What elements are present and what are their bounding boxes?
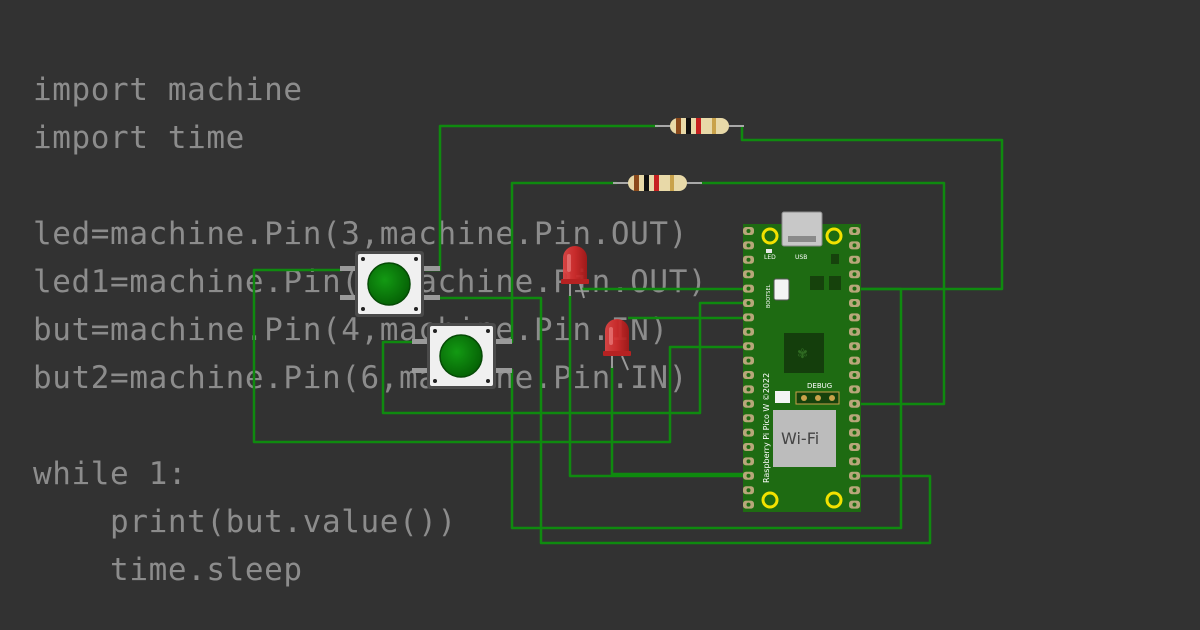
wire-led2-ground[interactable]	[610, 366, 746, 476]
push-button-1[interactable]	[340, 251, 440, 317]
board-pin-hole	[852, 502, 857, 507]
rp2040-chip	[784, 333, 824, 373]
board-pin-hole	[852, 257, 857, 262]
board-pin-hole	[852, 286, 857, 291]
code-line-2: import time	[33, 120, 245, 156]
board-pin-hole	[852, 488, 857, 493]
board-pin-hole	[746, 387, 751, 392]
board-pin-hole	[852, 430, 857, 435]
board-pin-hole	[852, 344, 857, 349]
board-pin-hole	[852, 329, 857, 334]
mounting-hole	[825, 227, 843, 245]
wire-resistor1-to-board[interactable]	[740, 126, 1004, 291]
wire-button1-to-board-loop[interactable]	[252, 268, 746, 444]
board-pin-hole	[746, 502, 751, 507]
board-pin-hole	[852, 459, 857, 464]
board-pin-hole	[852, 401, 857, 406]
board-pin-hole	[746, 301, 751, 305]
chip-logo-icon: ✾	[797, 347, 808, 362]
led-2[interactable]	[603, 319, 631, 371]
board-pin-hole	[746, 445, 751, 449]
code-line-1: import machine	[33, 72, 303, 108]
board-name: Raspberry Pi Pico W ©2022	[762, 373, 771, 483]
board-pin-hole	[746, 358, 751, 363]
debug-label: DEBUG	[807, 382, 832, 390]
code-line-6: but=machine.Pin(4,machine.Pin.IN)	[33, 312, 669, 348]
mounting-hole	[825, 491, 843, 509]
board-pin-hole	[746, 488, 751, 493]
board-pin-hole	[746, 373, 751, 377]
board-pin-hole	[746, 430, 751, 435]
board-pins-left	[743, 227, 754, 509]
button-1-cap[interactable]	[367, 262, 411, 306]
board-pin-hole	[746, 459, 751, 464]
board-pin-hole	[746, 272, 751, 277]
led-1[interactable]	[561, 246, 589, 299]
push-button-2[interactable]	[412, 323, 512, 389]
mounting-hole	[761, 491, 779, 509]
resistor-1[interactable]	[655, 118, 744, 134]
pico-board[interactable]: LED USB BOOTSEL ✾ Raspberry Pi Pico W ©2…	[743, 211, 861, 512]
board-pin-hole	[852, 387, 857, 392]
bootsel-label: BOOTSEL	[766, 284, 772, 308]
code-line-10: print(but.value())	[33, 504, 457, 540]
board-pin-hole	[852, 315, 857, 320]
code-line-9: while 1:	[33, 456, 188, 492]
board-pin-hole	[746, 257, 751, 262]
board-pin-hole	[852, 243, 857, 248]
mounting-hole	[761, 227, 779, 245]
led-label: LED	[764, 254, 776, 261]
board-pin-hole	[746, 315, 751, 320]
board-pin-hole	[852, 445, 857, 449]
board-pins-right	[849, 227, 860, 509]
wire-resistor1-to-button1[interactable]	[425, 124, 658, 272]
board-pin-hole	[746, 329, 751, 334]
board-pin-hole	[746, 344, 751, 349]
code-line-7: but2=machine.Pin(6,machine.Pin.IN)	[33, 360, 688, 396]
board-pin-hole	[746, 473, 751, 478]
wifi-label: Wi-Fi	[781, 429, 819, 448]
board-pin-hole	[852, 473, 857, 478]
code-line-4: led=machine.Pin(3,machine.Pin.OUT)	[33, 216, 688, 252]
button-2-cap[interactable]	[439, 334, 483, 378]
board-pin-hole	[746, 416, 751, 421]
onboard-led	[766, 249, 772, 253]
board-pin-hole	[852, 229, 857, 233]
board-pin-hole	[852, 416, 857, 421]
debug-led	[775, 391, 790, 403]
code-line-11: time.sleep	[33, 552, 303, 588]
board-pin-hole	[852, 358, 857, 363]
wire-resistor2-to-button2[interactable]	[497, 181, 617, 344]
board-pin-hole	[746, 243, 751, 248]
wire-button1-to-board-bottom[interactable]	[425, 296, 932, 545]
board-pin-hole	[746, 286, 751, 291]
resistor-2[interactable]	[613, 175, 702, 191]
board-pin-hole	[852, 301, 857, 305]
bootsel-button[interactable]	[773, 278, 790, 301]
wifi-module	[773, 410, 836, 467]
usb-label: USB	[795, 254, 807, 261]
board-pin-hole	[852, 272, 857, 277]
board-pin-hole	[746, 401, 751, 406]
board-pin-hole	[746, 229, 751, 233]
wire-led1-ground[interactable]	[568, 295, 746, 478]
board-pin-hole	[852, 373, 857, 377]
